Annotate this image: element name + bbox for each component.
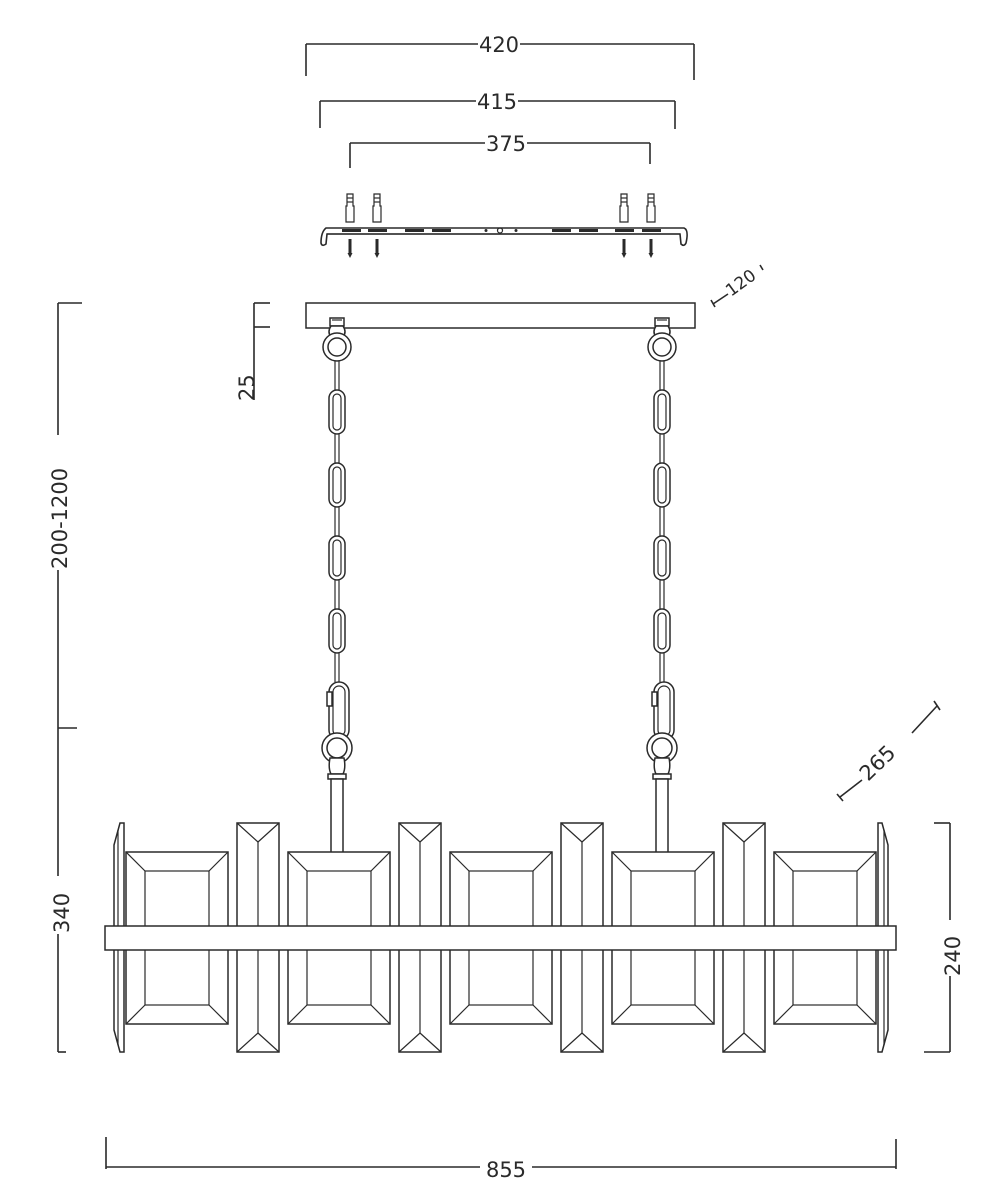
dimension-label-375: 375 — [486, 132, 526, 156]
dimension-label-200-1200: 200-1200 — [48, 468, 72, 569]
dimension-25: 25 — [235, 302, 270, 401]
chain-right — [646, 317, 678, 856]
dimension-240: 240 — [924, 822, 965, 1053]
dimension-420: 420 — [305, 32, 695, 80]
dimension-label-265: 265 — [855, 740, 901, 785]
dimension-415: 415 — [319, 89, 676, 129]
mounting-plate — [320, 193, 688, 258]
chandelier-body — [104, 822, 897, 1053]
dimension-120: 120 — [710, 264, 764, 308]
dimension-label-420: 420 — [479, 33, 519, 57]
dimension-265: 265 — [836, 700, 941, 802]
wall-anchor-icons — [345, 193, 656, 223]
chain-left — [321, 317, 353, 856]
dimension-340: 340 — [50, 728, 74, 1053]
dimension-label-120: 120 — [722, 266, 760, 301]
cross-bar — [104, 925, 897, 951]
screw-icons — [347, 239, 654, 258]
plate-slots — [342, 227, 661, 234]
dimension-855: 855 — [105, 1137, 897, 1182]
canopy — [305, 302, 696, 329]
dimension-375: 375 — [349, 131, 651, 168]
dimension-200-1200: 200-1200 — [48, 302, 82, 729]
dimension-label-415: 415 — [477, 90, 517, 114]
dimension-label-340: 340 — [50, 893, 74, 933]
dimension-label-855: 855 — [486, 1158, 526, 1182]
dimension-label-25: 25 — [235, 374, 259, 401]
dimension-label-240: 240 — [941, 936, 965, 976]
